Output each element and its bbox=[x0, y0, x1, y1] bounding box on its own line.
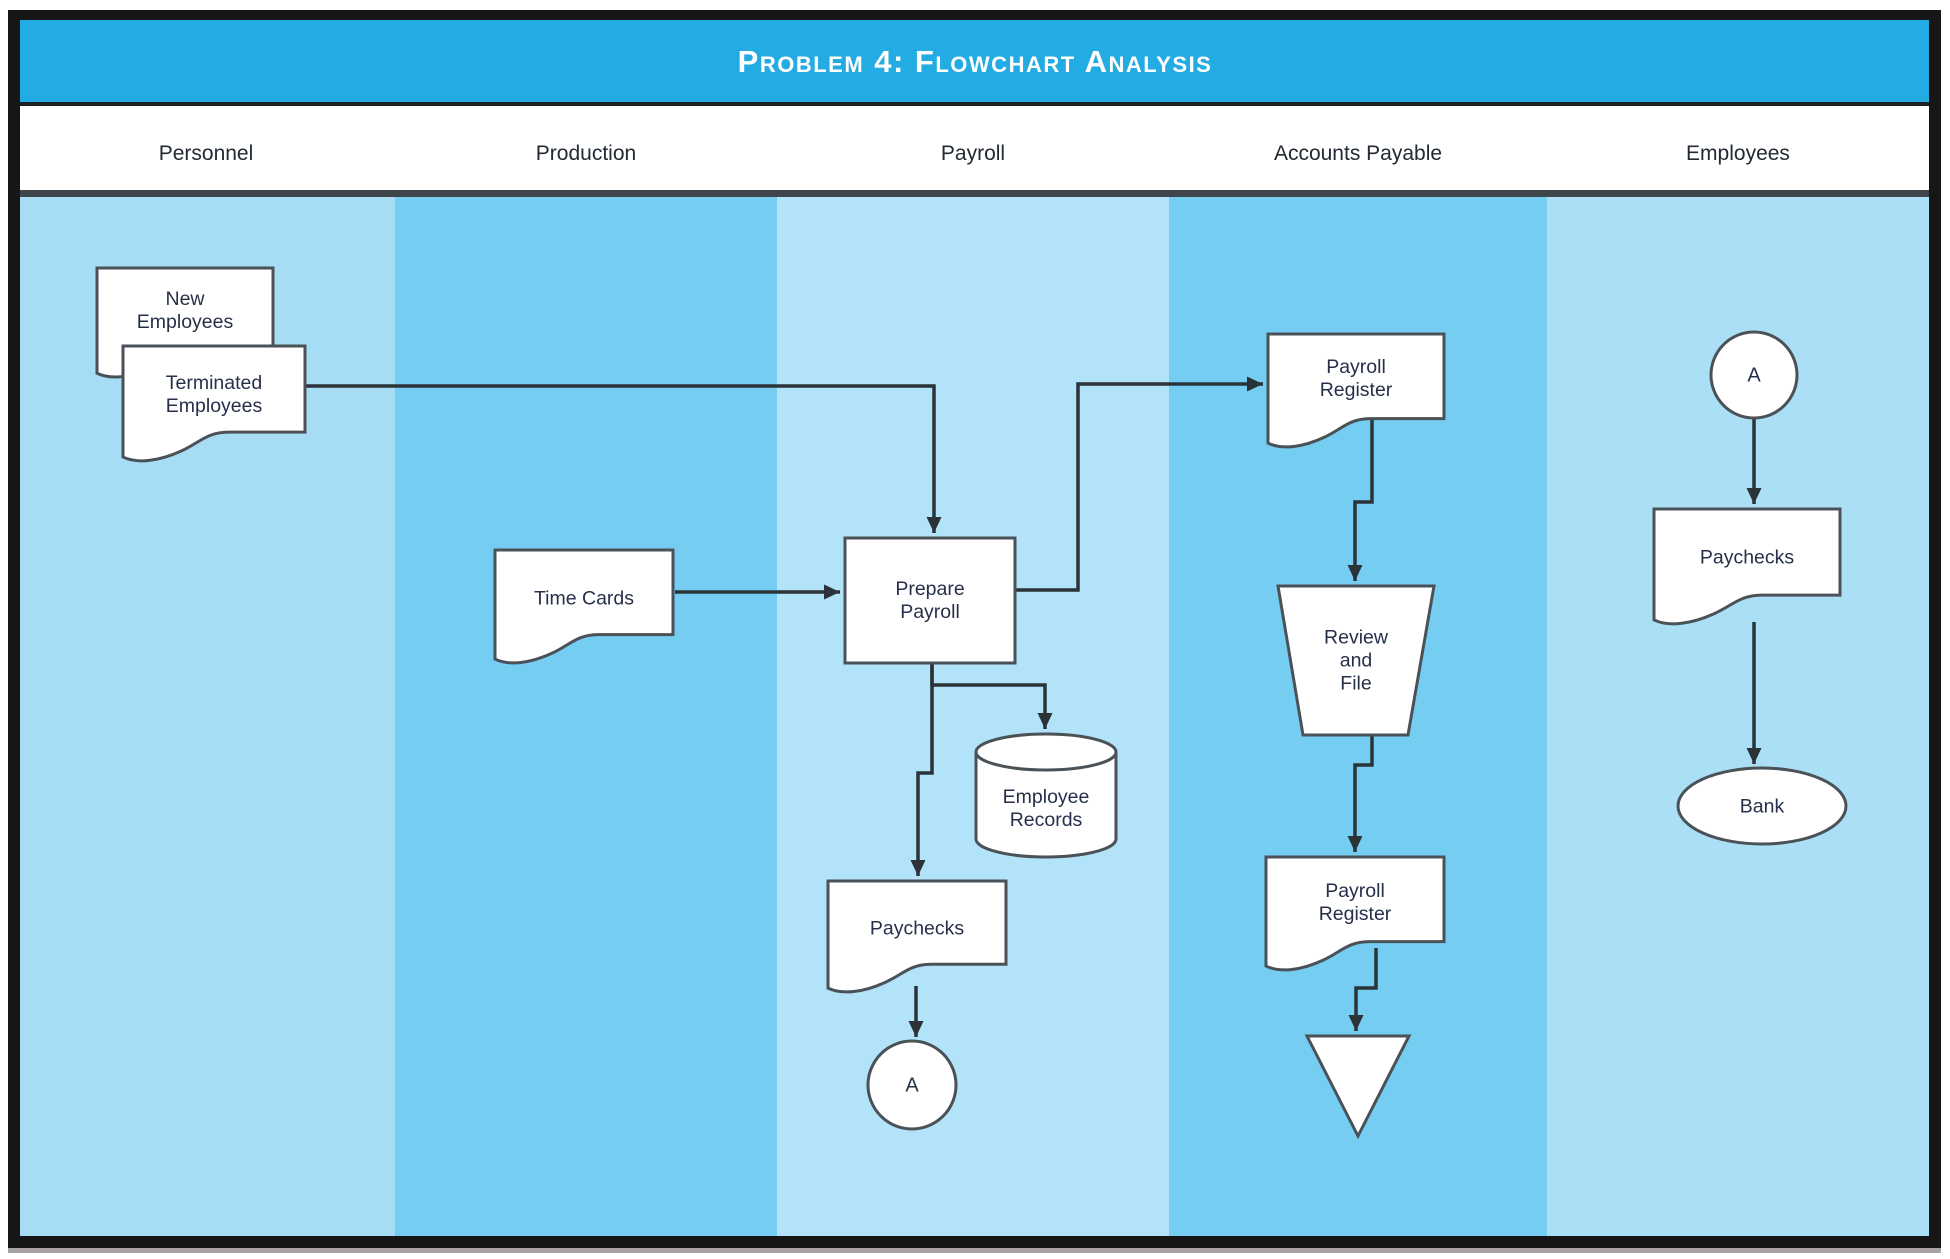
edge-line-terminated-to-prepare-payroll bbox=[305, 384, 936, 533]
node-paychecks-payroll: Paychecks bbox=[826, 879, 1008, 994]
paychecks-payroll-shape bbox=[826, 879, 1008, 994]
edge-time-cards-to-prepare-payroll bbox=[675, 584, 840, 600]
node-connector-a-payroll: A bbox=[866, 1039, 958, 1131]
edge-prepare-payroll-to-register-1 bbox=[1015, 376, 1263, 592]
connector-a-payroll-shape bbox=[866, 1039, 958, 1131]
node-file-symbol bbox=[1304, 1034, 1412, 1140]
title-bar-underline bbox=[20, 102, 1929, 106]
terminated-employees-shape bbox=[121, 344, 307, 463]
node-connector-a-employees: A bbox=[1709, 330, 1799, 420]
node-bank: Bank bbox=[1676, 766, 1848, 846]
title-bar bbox=[20, 20, 1929, 102]
edge-terminated-to-prepare-payroll bbox=[305, 384, 942, 533]
arrowhead-register-1-to-review-file bbox=[1347, 565, 1363, 581]
connector-a-employees-label: A bbox=[1747, 365, 1761, 387]
lane-header-production: Production bbox=[536, 142, 636, 165]
arrowhead-prepare-payroll-to-register-1 bbox=[1247, 376, 1263, 392]
paychecks-employees-label: Paychecks bbox=[1700, 547, 1795, 569]
edge-paychecks-to-connector-a bbox=[908, 986, 924, 1037]
employee-records-body bbox=[974, 752, 1118, 859]
bank-shape bbox=[1676, 766, 1848, 846]
page-title: Problem 4: Flowchart Analysis bbox=[738, 44, 1213, 79]
paychecks-employees-shape bbox=[1652, 507, 1842, 626]
frame-bottom-shadow bbox=[8, 1248, 1941, 1253]
edge-register-1-to-review-file bbox=[1347, 419, 1374, 581]
arrowhead-connector-a-to-paychecks bbox=[1746, 488, 1762, 504]
edge-line-prepare-payroll-to-register-1 bbox=[1015, 382, 1263, 592]
arrowhead-paychecks-to-bank bbox=[1746, 748, 1762, 764]
arrowhead-review-file-to-register-2 bbox=[1347, 836, 1363, 852]
arrowhead-register-2-to-file-symbol bbox=[1348, 1015, 1364, 1031]
payroll-register-1-shape bbox=[1266, 332, 1446, 449]
file-symbol-shape bbox=[1304, 1034, 1412, 1140]
arrowhead-time-cards-to-prepare-payroll bbox=[824, 584, 840, 600]
edge-review-file-to-register-2 bbox=[1347, 735, 1374, 852]
edge-line-prepare-payroll-to-paychecks bbox=[916, 663, 934, 876]
arrowhead-prepare-payroll-to-records bbox=[1037, 713, 1053, 729]
edge-register-2-to-file-symbol bbox=[1348, 948, 1378, 1031]
node-time-cards: Time Cards bbox=[493, 548, 675, 665]
arrowhead-terminated-to-prepare-payroll bbox=[926, 517, 942, 533]
employee-records-top bbox=[974, 732, 1118, 772]
lane-payroll bbox=[777, 197, 1169, 1236]
edge-line-register-1-to-review-file bbox=[1353, 419, 1374, 581]
lane-header-accounts-payable: Accounts Payable bbox=[1274, 142, 1442, 165]
payroll-register-2-shape bbox=[1264, 855, 1446, 972]
time-cards-label: Time Cards bbox=[534, 588, 634, 610]
paychecks-payroll-label: Paychecks bbox=[870, 918, 965, 940]
edge-paychecks-to-bank bbox=[1746, 622, 1762, 764]
header-separator bbox=[20, 190, 1929, 197]
arrowhead-paychecks-to-connector-a bbox=[908, 1021, 924, 1037]
review-and-file-shape bbox=[1276, 584, 1436, 737]
edge-connector-a-to-paychecks bbox=[1746, 418, 1762, 504]
flow-edges-layer bbox=[305, 376, 1762, 1037]
lane-header-payroll: Payroll bbox=[941, 142, 1005, 165]
prepare-payroll-shape bbox=[843, 536, 1017, 665]
lane-header-employees: Employees bbox=[1686, 142, 1790, 165]
arrowhead-prepare-payroll-to-paychecks bbox=[910, 860, 926, 876]
connector-a-payroll-label: A bbox=[905, 1075, 919, 1097]
edge-prepare-payroll-to-paychecks bbox=[910, 663, 934, 876]
lane-header-personnel: Personnel bbox=[159, 142, 254, 165]
node-paychecks-employees: Paychecks bbox=[1652, 507, 1842, 626]
edge-line-register-2-to-file-symbol bbox=[1354, 948, 1378, 1031]
bank-label: Bank bbox=[1740, 796, 1785, 818]
lane-production bbox=[395, 197, 777, 1236]
connector-a-employees-shape bbox=[1709, 330, 1799, 420]
time-cards-shape bbox=[493, 548, 675, 665]
edge-line-review-file-to-register-2 bbox=[1353, 735, 1374, 852]
